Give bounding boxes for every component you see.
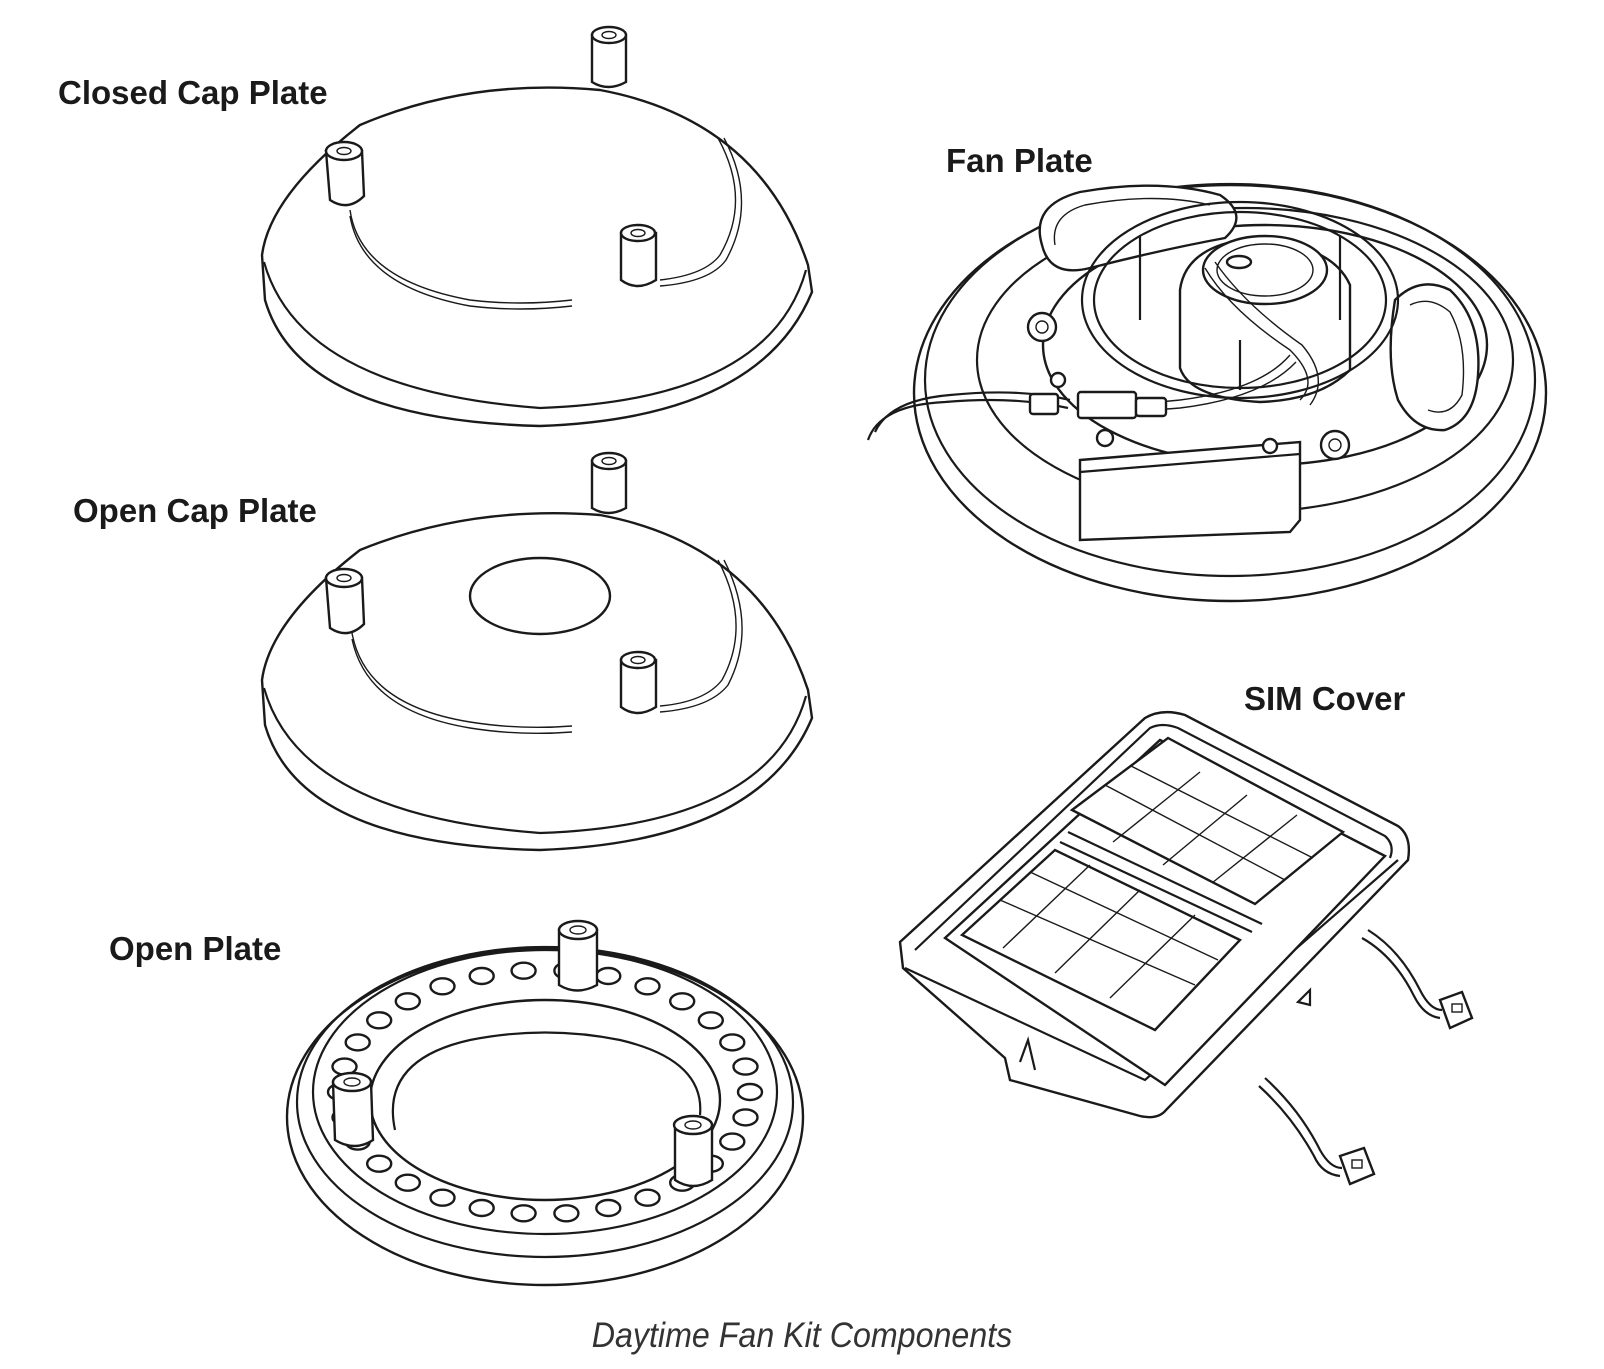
vent-hole [394,1173,421,1192]
vent-hole [344,1033,371,1052]
closed-cap-plate-drawing [260,25,814,428]
figure-caption: Daytime Fan Kit Components [591,1316,1013,1355]
vent-hole [468,1198,495,1218]
vent-hole [719,1033,746,1052]
fan-plate-label: Fan Plate [946,142,1093,179]
vent-hole [732,1108,759,1127]
vent-hole [366,1154,393,1173]
vent-hole [736,1082,764,1102]
closed-cap-plate-label: Closed Cap Plate [58,74,328,111]
peg [590,25,628,89]
vent-hole [429,1188,456,1207]
peg [557,919,599,992]
vent-hole [634,1188,661,1207]
vent-hole [394,992,421,1011]
open-plate-label: Open Plate [109,930,282,967]
peg [331,1071,375,1148]
peg [324,567,366,635]
sim-cover-drawing [898,710,1474,1186]
peg [619,650,658,715]
vent-hole [719,1132,746,1151]
open-cap-plate-label: Open Cap Plate [73,492,317,529]
peg [590,451,628,515]
peg [324,140,366,207]
vent-hole [669,992,696,1011]
vent-hole [697,1011,724,1030]
vent-hole [595,1198,622,1218]
vent-hole [468,966,495,986]
open-cap-plate-drawing [260,451,814,852]
peg [619,223,658,288]
vent-hole [595,966,622,986]
vent-hole [510,961,537,980]
fan-plate-drawing [866,182,1548,603]
vent-hole [553,1204,580,1223]
vent-hole [366,1011,393,1030]
peg [672,1114,714,1188]
sim-cover-label: SIM Cover [1244,680,1406,717]
vent-hole [510,1204,537,1223]
vent-hole [634,977,661,996]
vent-hole [732,1057,759,1076]
vent-hole [429,977,456,996]
open-plate-drawing [285,919,805,1287]
